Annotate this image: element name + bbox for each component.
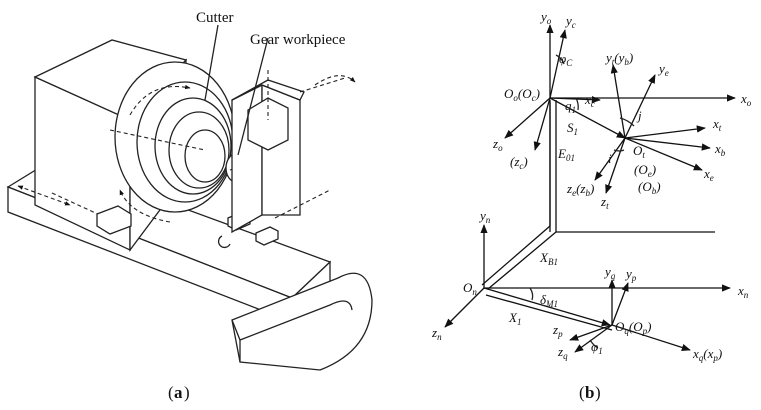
label-deltaM1: δM1	[540, 292, 558, 309]
gear-leader	[237, 37, 269, 156]
caption-a-close: )	[184, 383, 190, 402]
axis-xc	[549, 96, 601, 104]
vector-S1	[549, 97, 626, 139]
axis-xb	[624, 137, 711, 151]
label-ze-zb: ze(zb)	[566, 181, 594, 198]
label-j: j	[636, 108, 642, 123]
label-yp: yp	[624, 266, 637, 283]
label-zp: zp	[552, 322, 563, 339]
label-On: On	[463, 280, 477, 297]
axis-zn	[444, 287, 485, 328]
label-E01: E01	[557, 146, 575, 163]
label-Oq-Op: Oq(Op)	[615, 319, 651, 336]
axis-ze	[594, 137, 626, 181]
axis-yc	[549, 29, 567, 99]
vector-X1	[483, 287, 611, 327]
axis-zp	[569, 324, 613, 341]
label-Oe: (Oe)	[634, 162, 656, 179]
axis-ye	[624, 74, 656, 139]
label-q1: q1	[565, 98, 576, 115]
label-xc: xc	[584, 92, 595, 109]
labels-b: yo yc φC Oo(Oc) xo xc q1 S1 zo (zc) E01 …	[431, 9, 752, 363]
axis-zq	[574, 324, 613, 353]
axis-yt	[610, 64, 626, 139]
label-xe: xe	[703, 166, 714, 183]
axis-xt	[624, 125, 706, 139]
label-i: i	[608, 151, 612, 166]
axis-zt	[605, 137, 626, 194]
label-xt: xt	[712, 116, 722, 133]
label-phi-c: φC	[559, 51, 573, 68]
label-Oo-Oc: Oo(Oc)	[504, 86, 540, 103]
label-ye: ye	[657, 61, 669, 78]
axis-xe	[624, 137, 703, 171]
caption-b-close: )	[595, 383, 601, 402]
label-XB1: XB1	[539, 250, 558, 267]
label-xn: xn	[737, 283, 749, 300]
label-xq-xp: xq(xp)	[692, 346, 722, 363]
label-zn: zn	[431, 325, 442, 342]
label-S1: S1	[567, 120, 578, 137]
coordinate-diagram	[444, 24, 736, 353]
cutter-leader	[204, 24, 219, 101]
label-X1: X1	[508, 310, 521, 327]
label-zc: (zc)	[510, 154, 528, 171]
label-xo: xo	[740, 91, 752, 108]
label-phi1: φ1	[591, 339, 603, 356]
rotary-table	[231, 272, 373, 371]
label-yc: yc	[564, 13, 576, 30]
label-yq: yq	[603, 264, 616, 281]
label-gear-workpiece: Gear workpiece	[250, 32, 346, 48]
label-yo: yo	[539, 9, 552, 26]
caption-b-letter: b	[585, 383, 594, 402]
axis-xq	[611, 324, 691, 351]
label-Ob: (Ob)	[638, 179, 661, 196]
label-zq: zq	[557, 344, 568, 361]
label-cutter: Cutter	[196, 10, 234, 26]
label-zt: zt	[600, 194, 609, 211]
label-Ot: Ot	[633, 143, 645, 160]
label-yn: yn	[478, 208, 491, 225]
label-xb: xb	[714, 141, 726, 158]
label-zo: zo	[492, 136, 503, 153]
work-column	[231, 70, 356, 234]
axis-zc	[533, 97, 551, 151]
caption-b-open: (	[579, 383, 585, 402]
label-yt-yb: yt(yb)	[604, 50, 633, 67]
machine-illustration	[6, 39, 373, 371]
axis-yp	[611, 282, 629, 326]
axis-zo	[504, 97, 551, 139]
caption-a-letter: a	[174, 383, 183, 402]
caption-a-open: (	[168, 383, 174, 402]
